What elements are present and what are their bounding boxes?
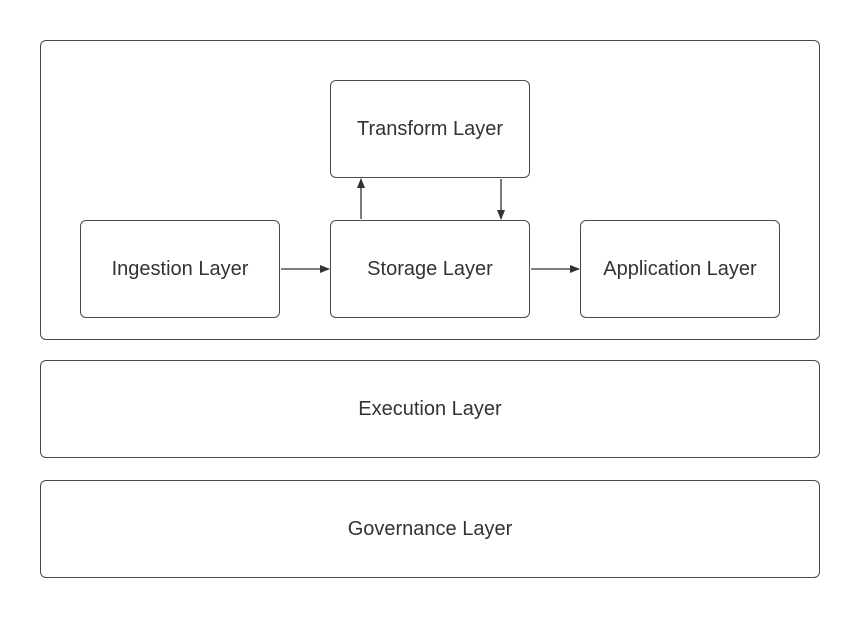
storage-layer-node: Storage Layer <box>330 220 530 318</box>
execution-layer-node: Execution Layer <box>40 360 820 458</box>
storage-layer-label: Storage Layer <box>367 257 493 280</box>
execution-layer-label: Execution Layer <box>358 397 502 420</box>
application-layer-label: Application Layer <box>603 257 757 280</box>
ingestion-layer-node: Ingestion Layer <box>80 220 280 318</box>
governance-layer-label: Governance Layer <box>347 517 513 540</box>
transform-layer-label: Transform Layer <box>357 117 503 140</box>
governance-layer-node: Governance Layer <box>40 480 820 578</box>
transform-layer-node: Transform Layer <box>330 80 530 178</box>
ingestion-layer-label: Ingestion Layer <box>111 257 249 280</box>
application-layer-node: Application Layer <box>580 220 780 318</box>
